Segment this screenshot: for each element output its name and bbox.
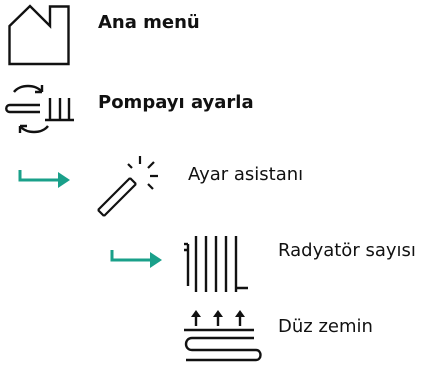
menu-item-label: Düz zemin — [278, 316, 373, 337]
menu-item-label: Ana menü — [98, 12, 200, 33]
radiator-icon — [184, 230, 268, 294]
arrow-right-icon — [110, 250, 164, 270]
menu-item-home[interactable]: Ana menü — [0, 0, 428, 66]
menu-item-label: Ayar asistanı — [188, 164, 304, 185]
pump-settings-icon — [5, 82, 76, 138]
menu-item-setup-assistant[interactable]: Ayar asistanı — [0, 150, 428, 220]
arrow-right-icon — [18, 170, 72, 190]
menu-item-label: Radyatör sayısı — [278, 240, 416, 261]
home-icon — [8, 4, 70, 66]
menu-item-label: Pompayı ayarla — [98, 92, 254, 113]
underfloor-heating-icon — [182, 306, 266, 364]
magic-wand-icon — [96, 154, 160, 218]
menu-item-underfloor-heating[interactable]: Düz zemin — [0, 302, 428, 366]
menu-item-pump-settings[interactable]: Pompayı ayarla — [0, 76, 428, 140]
menu-item-radiator-count[interactable]: Radyatör sayısı — [0, 226, 428, 296]
